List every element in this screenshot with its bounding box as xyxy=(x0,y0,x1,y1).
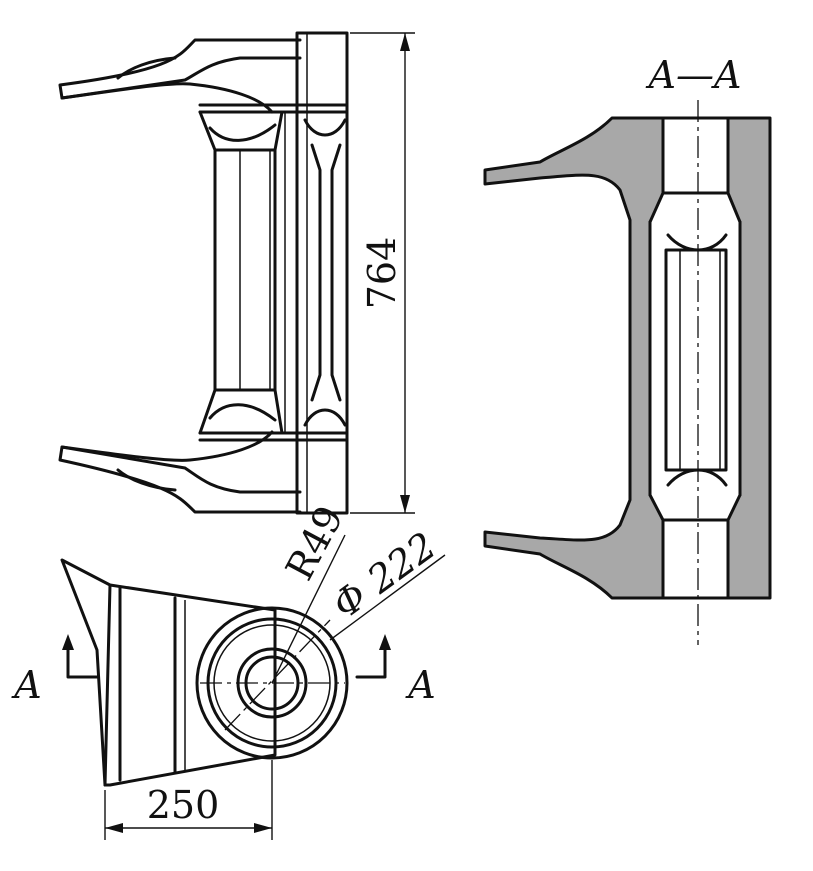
front-top-arm-inner xyxy=(116,56,177,80)
top-view: R49 Φ 222 250 A A xyxy=(11,499,446,840)
height-dimension-label: 764 xyxy=(360,237,404,310)
section-bore-top xyxy=(661,116,730,195)
front-view: 764 xyxy=(58,31,415,515)
section-mark-right: A xyxy=(405,663,435,707)
width-dimension-label: 250 xyxy=(147,783,220,827)
section-bore-bottom xyxy=(661,518,730,600)
front-web-outline xyxy=(198,110,217,435)
front-hub-block xyxy=(295,31,349,515)
hub-outer-ring xyxy=(195,606,349,760)
section-mark-left: A xyxy=(11,663,41,707)
section-view: A—A xyxy=(483,53,772,645)
diameter-leader xyxy=(329,554,446,641)
front-top-arm-lower xyxy=(60,82,274,114)
front-bottom-arm-inner xyxy=(116,468,177,492)
section-title: A—A xyxy=(646,53,742,97)
front-bottom-arm xyxy=(58,445,302,514)
top-arm-outline xyxy=(60,558,277,787)
front-top-arm xyxy=(58,38,302,100)
front-bottom-arm-upper xyxy=(60,430,274,462)
radius-leader xyxy=(271,534,346,684)
